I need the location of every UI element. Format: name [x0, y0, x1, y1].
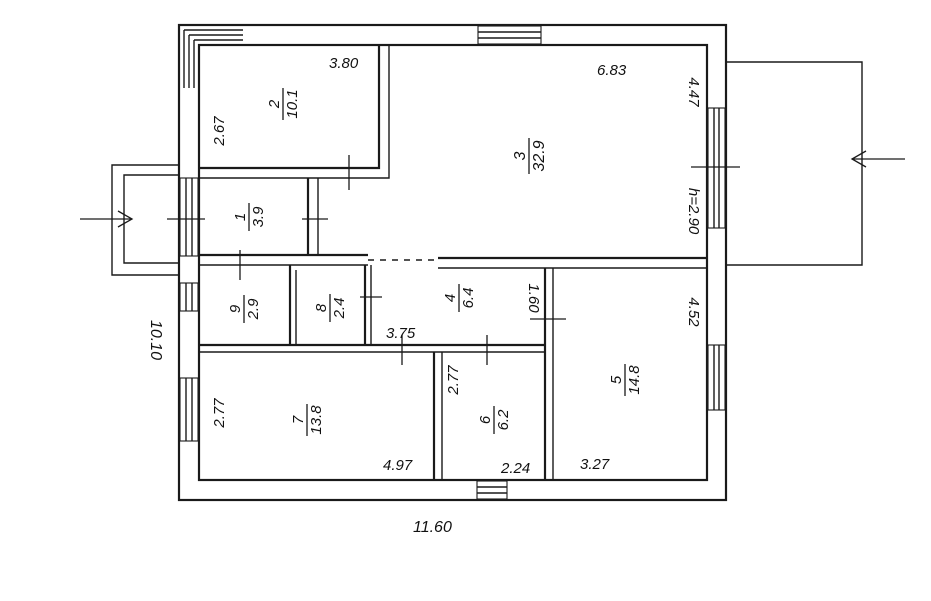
- entrances: [80, 61, 905, 276]
- overall-depth: 10.10: [147, 320, 164, 360]
- svg-text:5: 5: [608, 375, 625, 384]
- room-9-label: 9 2.9: [227, 295, 262, 323]
- svg-text:14.8: 14.8: [626, 365, 643, 395]
- dimension-labels: 3.80 2.67 6.83 4.47 h=2.90 3.75 1.60 4.5…: [147, 55, 702, 536]
- room-labels: 1 3.9 2 10.1 3 32.9 4 6.4 5 14.8 6 6.2: [227, 88, 643, 436]
- room-5-width: 3.27: [580, 456, 610, 473]
- svg-text:3: 3: [512, 151, 529, 160]
- svg-text:7: 7: [290, 415, 307, 424]
- room-6-label: 6 6.2: [477, 406, 512, 434]
- svg-text:2.4: 2.4: [331, 298, 348, 320]
- room-7-label: 7 13.8: [290, 404, 325, 436]
- room-2-label: 2 10.1: [266, 88, 301, 120]
- room-4-width: 3.75: [386, 325, 416, 342]
- svg-text:6.4: 6.4: [460, 288, 477, 309]
- svg-text:8: 8: [313, 303, 330, 312]
- interior-walls: [199, 45, 707, 480]
- exterior-walls: [177, 23, 728, 502]
- svg-text:13.8: 13.8: [308, 405, 325, 435]
- room-5-depth: 4.52: [685, 297, 702, 327]
- svg-text:4: 4: [442, 294, 459, 302]
- room-7-width: 4.97: [383, 457, 413, 474]
- corner-hatch: [183, 29, 243, 88]
- room-6-width: 2.24: [500, 460, 530, 477]
- svg-text:9: 9: [227, 304, 244, 313]
- room-3-label: 3 32.9: [512, 138, 548, 174]
- room-2-depth: 2.67: [211, 116, 228, 147]
- svg-text:2.9: 2.9: [245, 298, 262, 321]
- ceiling-height: h=2.90: [685, 188, 702, 235]
- room-4-label: 4 6.4: [442, 284, 477, 312]
- windows: [179, 25, 726, 500]
- room-6-depth: 2.77: [445, 365, 462, 396]
- room-5-label: 5 14.8: [608, 364, 643, 396]
- room-3-width: 6.83: [597, 62, 627, 79]
- room-4-depth: 1.60: [525, 283, 542, 313]
- room-2-width: 3.80: [329, 55, 359, 72]
- room-8-label: 8 2.4: [313, 294, 348, 322]
- svg-text:2: 2: [266, 99, 283, 109]
- room-3-depth: 4.47: [685, 77, 702, 107]
- svg-text:6: 6: [477, 415, 494, 424]
- svg-text:6.2: 6.2: [495, 409, 512, 431]
- door-markers: [167, 155, 740, 365]
- svg-text:1: 1: [232, 213, 249, 221]
- svg-text:10.1: 10.1: [284, 89, 301, 118]
- overall-width: 11.60: [413, 519, 452, 536]
- svg-text:32.9: 32.9: [531, 140, 548, 171]
- room-7-depth: 2.77: [211, 398, 228, 429]
- room-1-label: 1 3.9: [232, 203, 267, 231]
- svg-text:3.9: 3.9: [250, 206, 267, 228]
